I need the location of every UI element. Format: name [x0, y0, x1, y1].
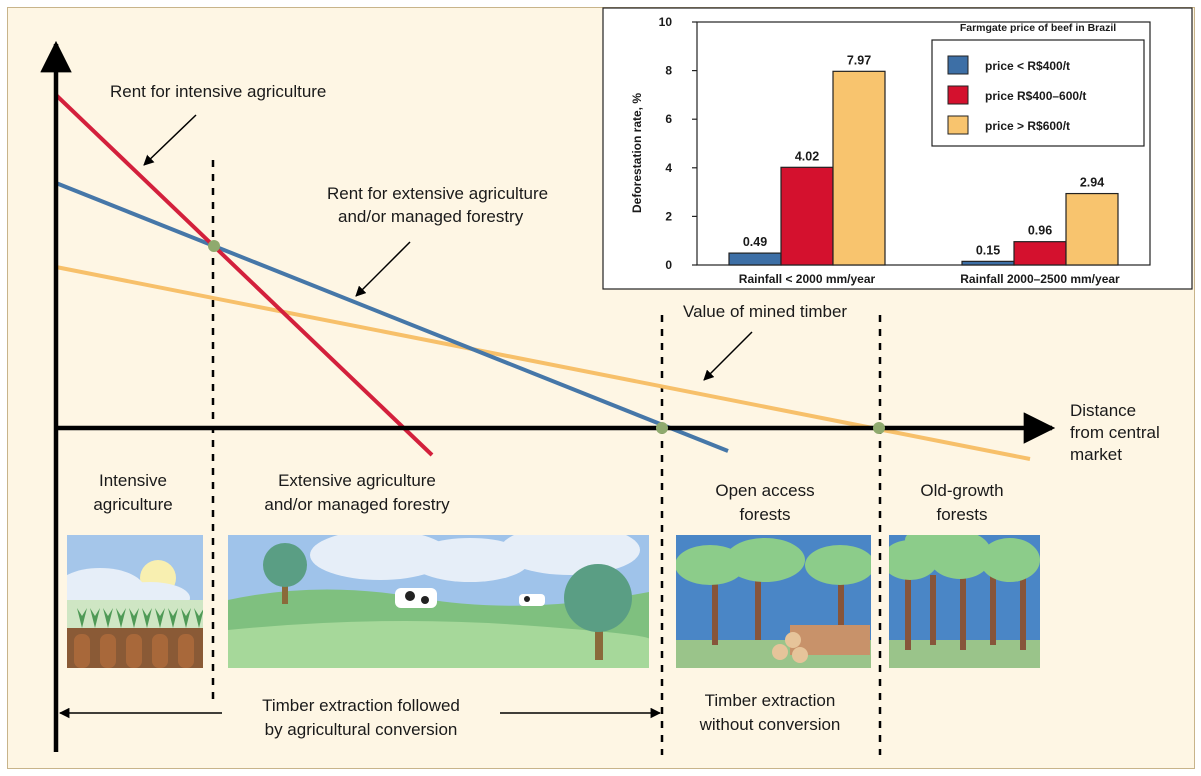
label-distance-line2: from central	[1070, 423, 1160, 442]
illustration-open-access-forest	[676, 535, 871, 668]
inset-y-tick-label: 4	[665, 161, 672, 175]
label-rent-extensive-line1: Rent for extensive agriculture	[327, 184, 548, 203]
bottom-no-conversion-line2: without conversion	[699, 715, 841, 734]
inset-bar	[1013, 241, 1067, 266]
intersection-timber-axis	[873, 422, 885, 434]
inset-bar-value-label: 0.96	[1028, 224, 1052, 238]
inset-plot-area	[696, 21, 1151, 266]
inset-category-label: Rainfall < 2000 mm/year	[739, 272, 876, 286]
inset-bar-value-label: 4.02	[795, 149, 819, 163]
inset-legend-swatch	[947, 115, 969, 135]
pointer-timber-arrow	[703, 331, 753, 381]
inset-y-tick-label: 2	[665, 209, 672, 223]
inset-y-tick-label: 0	[665, 258, 672, 272]
bottom-conversion-line2: by agricultural conversion	[265, 720, 458, 739]
zone-intensive-line2: agriculture	[93, 495, 172, 514]
label-rent-intensive: Rent for intensive agriculture	[110, 82, 326, 101]
inset-legend-label: price < R$400/t	[985, 59, 1070, 73]
zone-extensive-line1: Extensive agriculture	[278, 471, 436, 490]
inset-bar	[1065, 192, 1119, 266]
pointer-extensive-arrow	[355, 241, 411, 297]
inset-y-tick-label: 10	[659, 15, 673, 29]
intersection-extensive-axis	[656, 422, 668, 434]
inset-bar	[780, 166, 834, 266]
zone-intensive-line1: Intensive	[99, 471, 167, 490]
illustration-extensive-agriculture	[228, 535, 649, 668]
inset-category-label: Rainfall 2000–2500 mm/year	[960, 272, 1120, 286]
bottom-conversion-line1: Timber extraction followed	[262, 696, 460, 715]
zone-old-line2: forests	[936, 505, 987, 524]
inset-legend-title: Farmgate price of beef in Brazil	[960, 22, 1116, 34]
inset-bar-value-label: 0.49	[743, 235, 767, 249]
inset-bar	[832, 70, 886, 266]
illustration-old-growth-forest	[889, 535, 1040, 668]
inset-legend-swatch	[947, 85, 969, 105]
inset-bar-value-label: 0.15	[976, 243, 1000, 257]
zone-extensive-line2: and/or managed forestry	[264, 495, 450, 514]
label-rent-extensive-line2: and/or managed forestry	[338, 207, 524, 226]
inset-legend-label: price > R$600/t	[985, 119, 1070, 133]
extensive-rent-line	[55, 181, 729, 453]
inset-y-axis-label: Deforestation rate, %	[630, 93, 644, 213]
illustration-intensive-agriculture	[67, 535, 203, 668]
intersection-intensive-extensive	[208, 240, 220, 252]
inset-legend-label: price R$400–600/t	[985, 89, 1086, 103]
inset-bar	[728, 252, 782, 266]
zone-open-line1: Open access	[715, 481, 814, 500]
inset-y-tick-label: 6	[665, 112, 672, 126]
inset-y-tick-label: 8	[665, 64, 672, 78]
label-mined-timber: Value of mined timber	[683, 302, 847, 321]
label-distance-line3: market	[1070, 445, 1122, 464]
inset-bar-chart: Deforestation rate, % 0 2 4 6 8 10 0.49 4.02 7.…	[602, 7, 1193, 290]
intensive-rent-line	[54, 93, 434, 457]
inset-bar	[961, 260, 1015, 266]
zone-old-line1: Old-growth	[920, 481, 1003, 500]
bottom-no-conversion-line1: Timber extraction	[705, 691, 836, 710]
inset-bar-value-label: 7.97	[847, 53, 871, 67]
pointer-intensive-arrow	[143, 114, 197, 166]
inset-bar-value-label: 2.94	[1080, 176, 1104, 190]
label-distance-line1: Distance	[1070, 401, 1136, 420]
inset-legend-swatch	[947, 55, 969, 75]
zone-open-line2: forests	[739, 505, 790, 524]
